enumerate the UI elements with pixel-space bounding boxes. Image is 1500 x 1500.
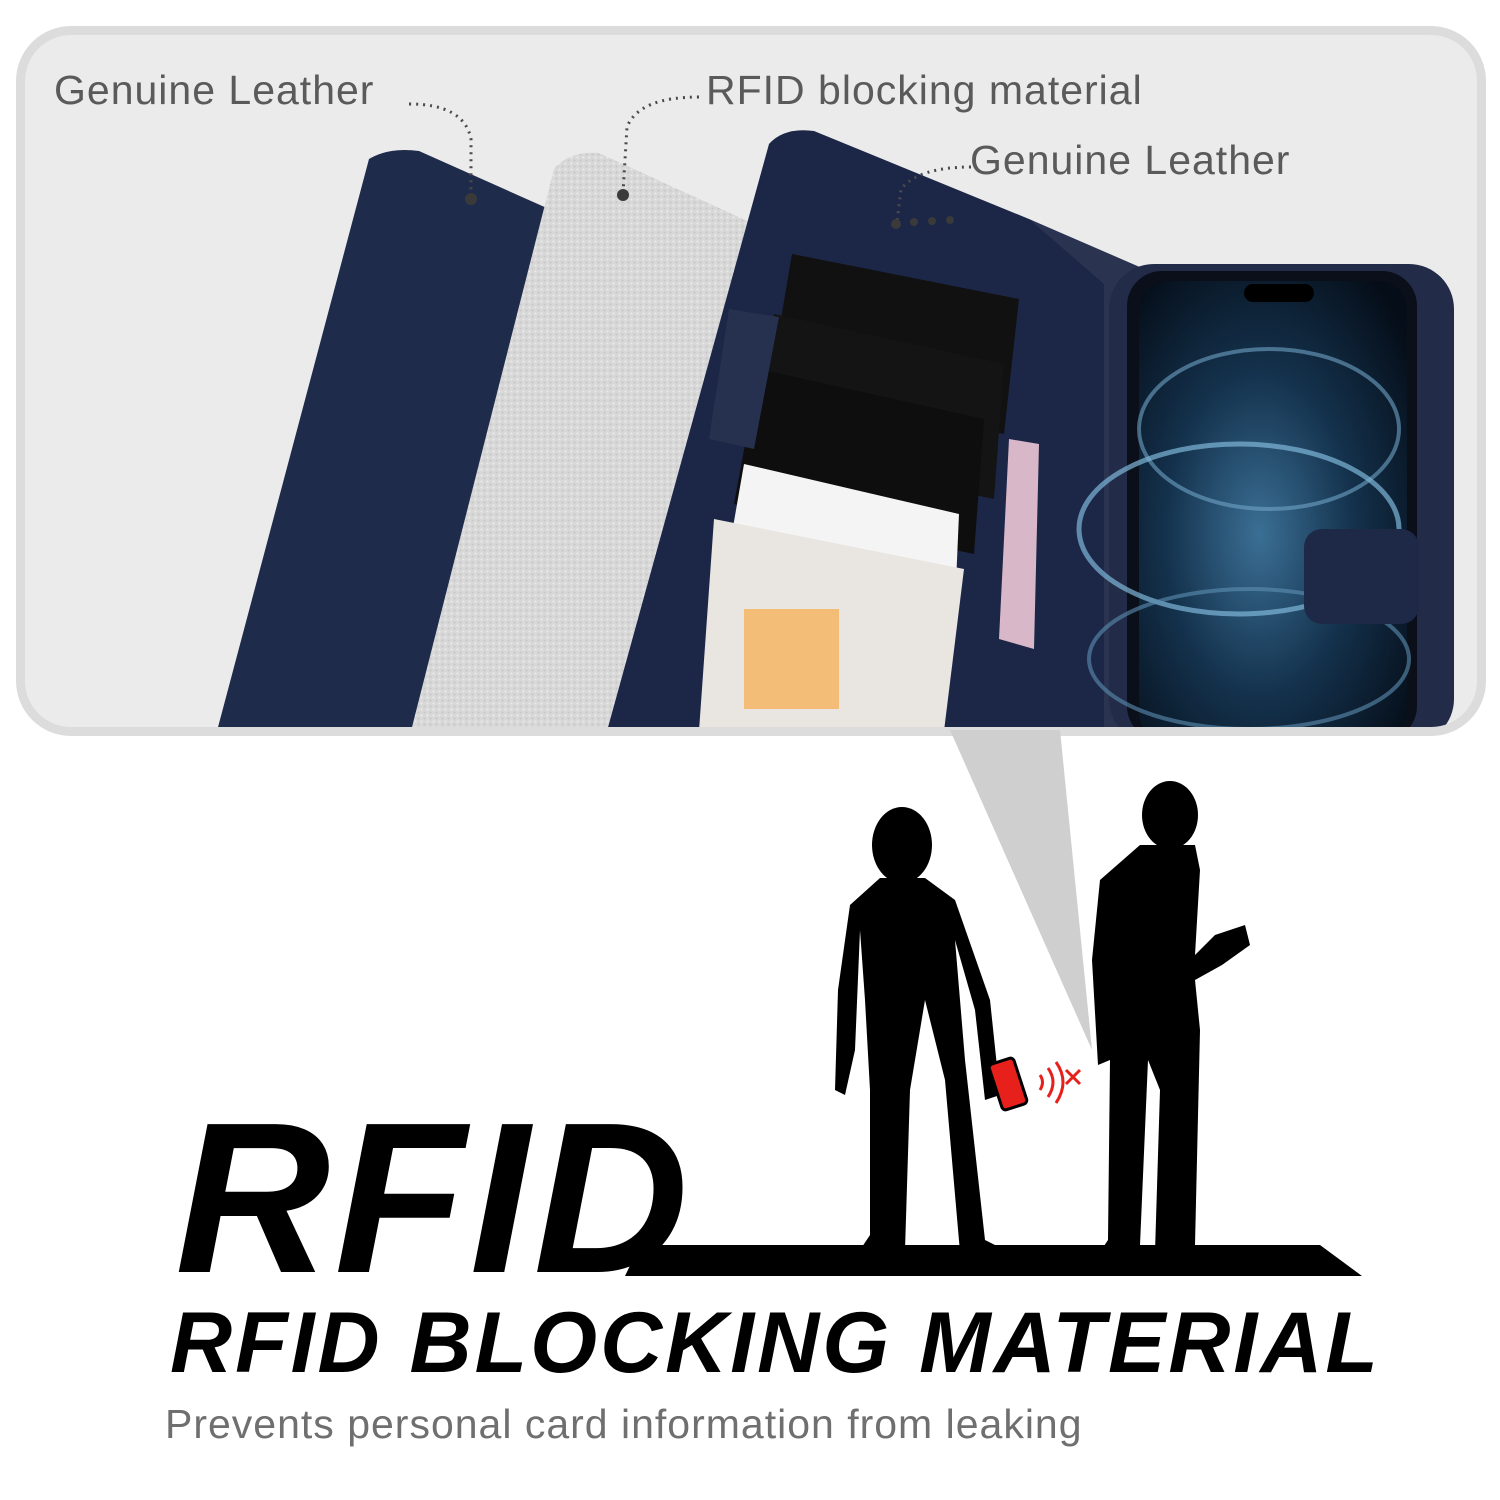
callout-tail: [950, 730, 1092, 1050]
subheadline: RFID BLOCKING MATERIAL: [170, 1295, 1381, 1391]
ground-bar: [625, 1245, 1362, 1276]
phone-icon: [987, 1056, 1029, 1112]
phone-in-case: [1076, 264, 1454, 727]
product-panel: [16, 26, 1486, 736]
blocked-signal-icon: [1038, 1061, 1082, 1104]
wallet-case-illustration: [218, 95, 1454, 727]
tagline: Prevents personal card information from …: [165, 1401, 1083, 1447]
callout-rfid-blocking-material: RFID blocking material: [706, 67, 1143, 113]
man-silhouette-left: [835, 807, 1005, 1252]
callout-genuine-leather-inner: Genuine Leather: [970, 137, 1291, 183]
card-slots: [699, 254, 1039, 727]
headline-rfid: RFID: [175, 1077, 693, 1318]
strap-tab: [1304, 529, 1419, 624]
man-silhouette-right: [1092, 781, 1250, 1252]
callout-genuine-leather-outer: Genuine Leather: [54, 67, 375, 113]
